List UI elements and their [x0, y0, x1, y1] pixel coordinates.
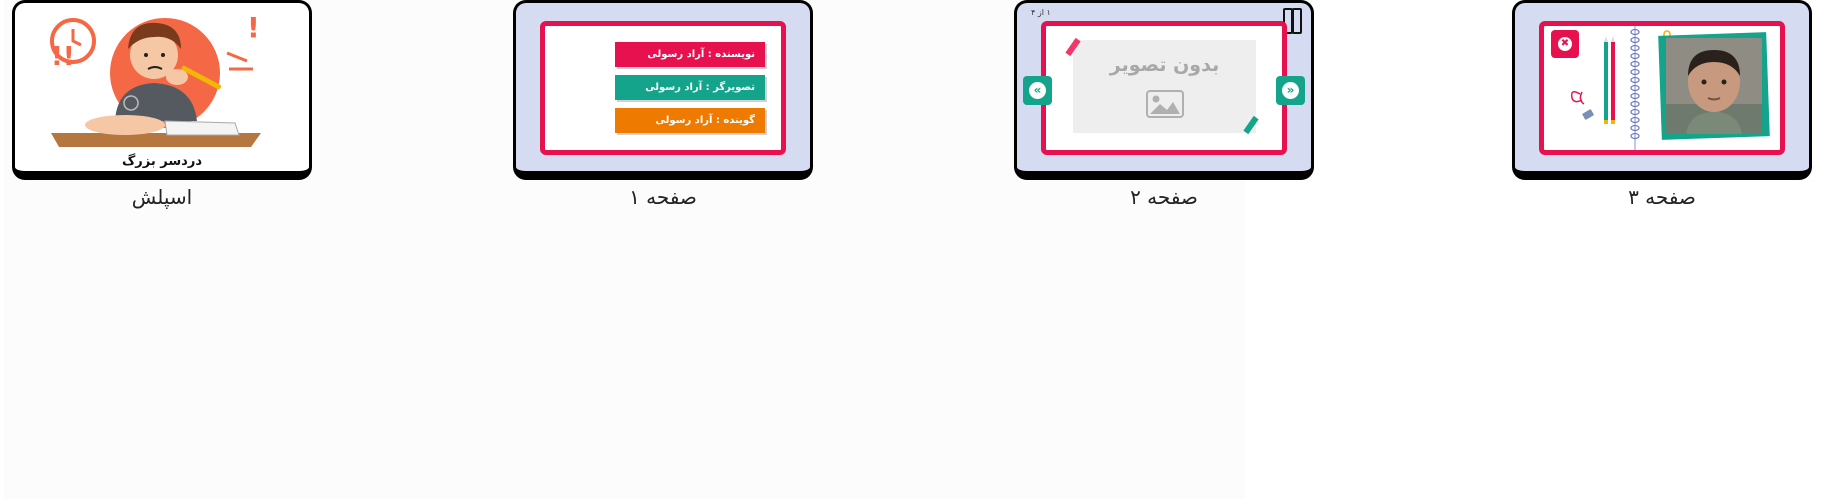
image-placeholder-icon: [1146, 90, 1184, 118]
page-counter: ۱ از ۴: [1031, 8, 1051, 17]
no-image-placeholder: بدون تصویر: [1073, 40, 1256, 133]
slide-splash[interactable]: !! ! دردسر بزرگ اسپلش: [12, 0, 312, 212]
svg-text:!!: !!: [51, 42, 75, 72]
slide-thumbnail[interactable]: نویسنده : آراد رسولی تصویرگر : آراد رسول…: [513, 0, 813, 180]
prev-button[interactable]: «: [1023, 76, 1052, 105]
next-button[interactable]: »: [1276, 76, 1305, 105]
close-icon: ✖: [1558, 37, 1572, 51]
page-frame: ✖: [1539, 21, 1785, 155]
svg-text:!: !: [247, 11, 260, 44]
splash-title: دردسر بزرگ: [122, 154, 202, 169]
slide-thumbnail[interactable]: !! ! دردسر بزرگ: [12, 0, 312, 180]
splash-illustration: !! !: [50, 11, 261, 147]
slide-page-3[interactable]: ✖: [1512, 0, 1812, 212]
paper-clip-icon: [1663, 30, 1671, 50]
notebook-spiral: [1630, 26, 1640, 150]
slide-page-1[interactable]: نویسنده : آراد رسولی تصویرگر : آراد رسول…: [513, 0, 813, 212]
slide-caption: صفحه ۲: [1130, 185, 1198, 209]
next-arrow-icon: »: [1282, 82, 1299, 99]
credit-narrator: گوینده : آراد رسولی: [615, 108, 765, 133]
slide-thumbnail[interactable]: ✖: [1512, 0, 1812, 180]
page-frame: نویسنده : آراد رسولی تصویرگر : آراد رسول…: [540, 21, 786, 155]
slide-caption: اسپلش: [131, 185, 193, 209]
close-button[interactable]: ✖: [1551, 30, 1579, 58]
no-image-label: بدون تصویر: [1109, 54, 1220, 76]
slide-thumbnail[interactable]: ۱ از ۴ بدون تصویر « »: [1014, 0, 1314, 180]
slide-caption: صفحه ۱: [629, 185, 697, 209]
desk-decoration: [1570, 36, 1615, 124]
child-photo: [1666, 38, 1762, 134]
slide-page-2[interactable]: ۱ از ۴ بدون تصویر « » صفحه ۲: [1014, 0, 1314, 212]
credit-author: نویسنده : آراد رسولی: [615, 42, 765, 67]
credit-illustrator: تصویرگر : آراد رسولی: [615, 75, 765, 100]
page-frame: بدون تصویر: [1041, 21, 1287, 155]
slide-caption: صفحه ۳: [1628, 185, 1696, 209]
prev-arrow-icon: «: [1029, 82, 1046, 99]
